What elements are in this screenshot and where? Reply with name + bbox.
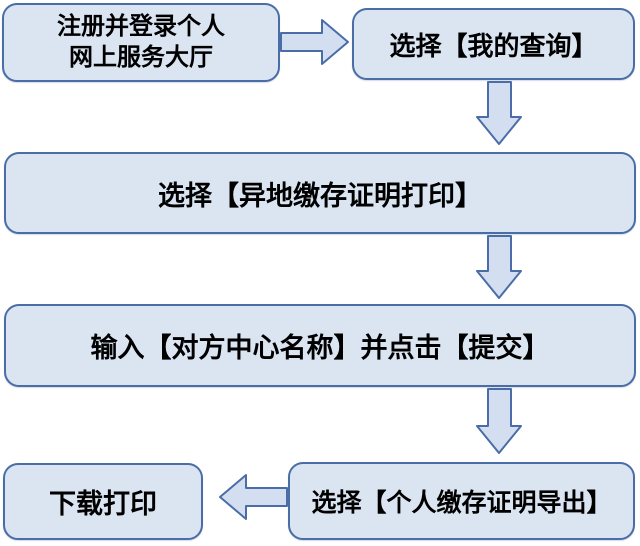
arrow-down-icon <box>476 388 522 454</box>
arrow-right-icon <box>280 19 349 65</box>
arrow-left-icon <box>219 474 288 520</box>
flow-node-label: 输入【对方中心名称】并点击【提交】 <box>90 333 550 363</box>
arrow-down-icon <box>476 235 522 299</box>
flow-node-label: 选择【个人缴存证明导出】 <box>311 489 612 517</box>
flow-node-register-login: 注册并登录个人 网上服务大厅 <box>2 3 280 82</box>
flow-node-download-print: 下载打印 <box>3 463 203 540</box>
flow-node-label: 选择【我的查询】 <box>389 30 598 61</box>
flow-node-personal-cert-export: 选择【个人缴存证明导出】 <box>288 462 635 540</box>
flow-node-label: 网上服务大厅 <box>69 43 213 71</box>
flow-node-label: 注册并登录个人 <box>57 12 225 40</box>
flow-node-input-submit: 输入【对方中心名称】并点击【提交】 <box>4 304 636 387</box>
flow-node-remote-cert-print: 选择【异地缴存证明打印】 <box>4 152 636 234</box>
flow-node-my-query: 选择【我的查询】 <box>352 8 635 80</box>
flow-node-label: 选择【异地缴存证明打印】 <box>158 180 482 211</box>
flow-node-label: 下载打印 <box>49 489 157 519</box>
arrow-down-icon <box>476 81 522 145</box>
